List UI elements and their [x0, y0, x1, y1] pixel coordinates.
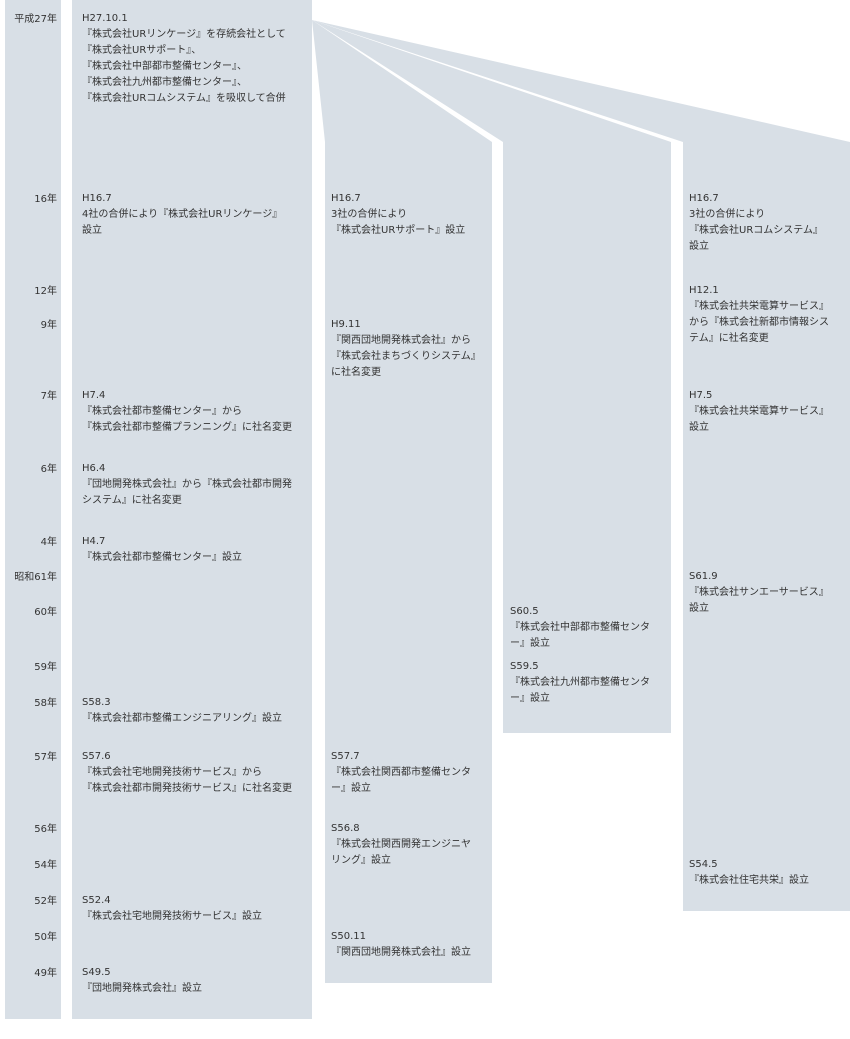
- year-label: 59年: [34, 662, 57, 673]
- event-date: H16.7: [82, 193, 112, 204]
- event-text: 4社の合併により『株式会社URリンケージ』 設立: [82, 209, 283, 236]
- column-2-bar: [312, 20, 492, 983]
- year-label: 50年: [34, 932, 57, 943]
- year-label: 52年: [34, 896, 57, 907]
- event-text: 3社の合併により 『株式会社URサポート』設立: [331, 209, 466, 236]
- event-s50-kansai: S50.11 『関西団地開発株式会社』設立: [331, 929, 471, 961]
- event-s54-jutaku: S54.5 『株式会社住宅共栄』設立: [689, 857, 809, 889]
- event-h4-founded: H4.7 『株式会社都市整備センター』設立: [82, 534, 242, 566]
- year-label: 9年: [40, 320, 57, 331]
- event-date: H16.7: [689, 193, 719, 204]
- event-date: S60.5: [510, 606, 539, 617]
- event-text: 『株式会社都市整備センター』から 『株式会社都市整備プランニング』に社名変更: [82, 406, 292, 433]
- year-label: 平成27年: [14, 14, 57, 25]
- event-text: 『団地開発株式会社』から『株式会社都市開発 システム』に社名変更: [82, 479, 292, 506]
- event-date: S54.5: [689, 859, 718, 870]
- event-date: H27.10.1: [82, 13, 128, 24]
- event-s61-sanei: S61.9 『株式会社サンエーサービス』 設立: [689, 569, 829, 617]
- column-4-bar: [312, 20, 850, 911]
- event-date: H9.11: [331, 319, 361, 330]
- event-h9-rename: H9.11 『関西団地開発株式会社』から 『株式会社まちづくりシステム』 に社名…: [331, 317, 481, 381]
- event-text: 『株式会社サンエーサービス』 設立: [689, 587, 829, 614]
- event-text: 『株式会社九州都市整備センタ ー』設立: [510, 677, 650, 704]
- event-text: 『関西団地開発株式会社』設立: [331, 947, 471, 958]
- event-h7-rename: H7.4 『株式会社都市整備センター』から 『株式会社都市整備プランニング』に社…: [82, 388, 292, 436]
- event-s58-founded: S58.3 『株式会社都市整備エンジニアリング』設立: [82, 695, 282, 727]
- year-column-bar: [5, 0, 61, 1019]
- event-s52-founded: S52.4 『株式会社宅地開発技術サービス』設立: [82, 893, 262, 925]
- event-date: H12.1: [689, 285, 719, 296]
- event-text: 『株式会社共栄電算サービス』 設立: [689, 406, 829, 433]
- event-h12-rename: H12.1 『株式会社共栄電算サービス』 から『株式会社新都市情報シス テム』に…: [689, 283, 829, 347]
- year-label: 57年: [34, 752, 57, 763]
- event-date: H6.4: [82, 463, 106, 474]
- event-s60-chubu: S60.5 『株式会社中部都市整備センタ ー』設立: [510, 604, 650, 652]
- year-label: 昭和61年: [14, 572, 57, 583]
- event-text: 『株式会社都市整備エンジニアリング』設立: [82, 713, 282, 724]
- year-label: 4年: [40, 537, 57, 548]
- event-text: 『関西団地開発株式会社』から 『株式会社まちづくりシステム』 に社名変更: [331, 335, 481, 378]
- event-date: S61.9: [689, 571, 718, 582]
- year-label: 54年: [34, 860, 57, 871]
- event-date: S59.5: [510, 661, 539, 672]
- event-h16-comsystem: H16.7 3社の合併により 『株式会社URコムシステム』 設立: [689, 191, 823, 255]
- year-label: 56年: [34, 824, 57, 835]
- event-date: S56.8: [331, 823, 360, 834]
- event-date: S52.4: [82, 895, 111, 906]
- event-h6-rename: H6.4 『団地開発株式会社』から『株式会社都市開発 システム』に社名変更: [82, 461, 292, 509]
- event-s57-kansai: S57.7 『株式会社関西都市整備センタ ー』設立: [331, 749, 471, 797]
- event-date: S50.11: [331, 931, 366, 942]
- event-date: S58.3: [82, 697, 111, 708]
- event-date: S57.7: [331, 751, 360, 762]
- event-h16-support: H16.7 3社の合併により 『株式会社URサポート』設立: [331, 191, 465, 239]
- event-s56-kansai: S56.8 『株式会社関西開発エンジニヤ リング』設立: [331, 821, 471, 869]
- event-date: H4.7: [82, 536, 106, 547]
- event-text: 『株式会社関西都市整備センタ ー』設立: [331, 767, 471, 794]
- event-s57-rename: S57.6 『株式会社宅地開発技術サービス』から 『株式会社都市開発技術サービス…: [82, 749, 292, 797]
- event-s49-founded: S49.5 『団地開発株式会社』設立: [82, 965, 202, 997]
- event-text: 『株式会社関西開発エンジニヤ リング』設立: [331, 839, 471, 866]
- event-text: 『株式会社宅地開発技術サービス』から 『株式会社都市開発技術サービス』に社名変更: [82, 767, 292, 794]
- event-h16-linkage: H16.7 4社の合併により『株式会社URリンケージ』 設立: [82, 191, 282, 239]
- event-text: 『株式会社宅地開発技術サービス』設立: [82, 911, 262, 922]
- year-label: 6年: [40, 464, 57, 475]
- year-label: 7年: [40, 391, 57, 402]
- event-text: 3社の合併により 『株式会社URコムシステム』 設立: [689, 209, 823, 252]
- event-text: 『株式会社都市整備センター』設立: [82, 552, 242, 563]
- event-date: S49.5: [82, 967, 111, 978]
- year-label: 49年: [34, 968, 57, 979]
- event-date: S57.6: [82, 751, 111, 762]
- event-date: H7.4: [82, 390, 106, 401]
- event-text: 『株式会社URリンケージ』を存続会社として 『株式会社URサポート』、 『株式会…: [82, 29, 286, 104]
- event-h27-merger: H27.10.1 『株式会社URリンケージ』を存続会社として 『株式会社URサポ…: [82, 11, 286, 107]
- event-text: 『株式会社中部都市整備センタ ー』設立: [510, 622, 650, 649]
- event-text: 『株式会社共栄電算サービス』 から『株式会社新都市情報シス テム』に社名変更: [689, 301, 829, 344]
- event-date: H16.7: [331, 193, 361, 204]
- year-label: 12年: [34, 286, 57, 297]
- year-label: 60年: [34, 607, 57, 618]
- event-s59-kyushu: S59.5 『株式会社九州都市整備センタ ー』設立: [510, 659, 650, 707]
- year-label: 16年: [34, 194, 57, 205]
- event-date: H7.5: [689, 390, 713, 401]
- main-company-bar: [72, 0, 312, 1019]
- event-text: 『団地開発株式会社』設立: [82, 983, 202, 994]
- event-h7-kyoei: H7.5 『株式会社共栄電算サービス』 設立: [689, 388, 829, 436]
- event-text: 『株式会社住宅共栄』設立: [689, 875, 809, 886]
- column-3-bar: [312, 20, 671, 733]
- year-label: 58年: [34, 698, 57, 709]
